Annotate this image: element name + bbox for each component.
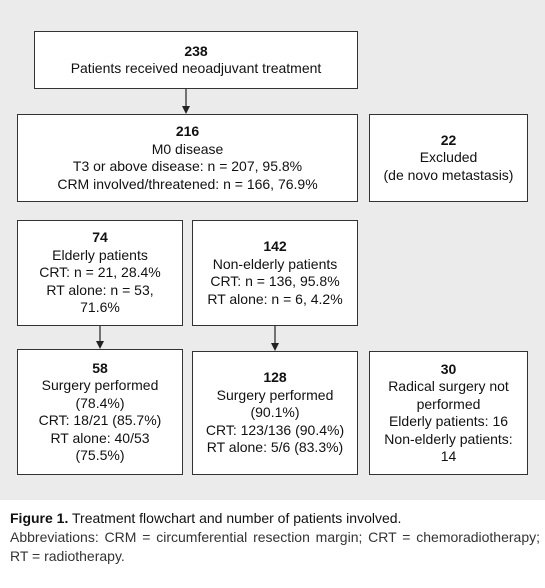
node-line: (90.1%) <box>250 404 300 421</box>
node-count: 30 <box>440 360 457 377</box>
node-line: (75.5%) <box>75 447 125 463</box>
node-line: CRT: n = 21, 28.4% <box>39 264 161 281</box>
node-line: Surgery performed <box>41 377 159 393</box>
node-line: CRT: 123/136 (90.4%) <box>205 421 345 438</box>
figure-label: Figure 1. <box>10 510 69 526</box>
node-total: 238 Patients received neoadjuvant treatm… <box>34 31 358 89</box>
node-line: (78.4%) <box>75 394 125 411</box>
caption-title-line: Figure 1. Treatment flowchart and number… <box>10 509 540 528</box>
node-line: CRT: 18/21 (85.7%) <box>38 412 162 428</box>
node-count: 74 <box>92 229 108 246</box>
node-nonelderly: 142 Non-elderly patients CRT: n = 136, 9… <box>192 220 358 326</box>
node-line: RT alone: n = 6, 4.2% <box>207 290 343 307</box>
node-line: 71.6% <box>80 299 120 316</box>
node-line: Non-elderly patients: <box>384 430 513 447</box>
figure-caption: Figure 1. Treatment flowchart and number… <box>10 509 540 566</box>
node-line: (de novo metastasis) <box>383 166 514 183</box>
node-line: 14 <box>440 448 457 464</box>
node-excluded: 22 Excluded (de novo metastasis) <box>369 114 528 202</box>
node-line: RT alone: 40/53 <box>50 429 150 446</box>
node-line: Non-elderly patients <box>212 255 338 272</box>
node-line: Radical surgery not <box>388 378 509 394</box>
flowchart-panel: 238 Patients received neoadjuvant treatm… <box>0 0 545 500</box>
node-count: 238 <box>184 42 208 59</box>
node-line: Surgery performed <box>216 386 334 403</box>
node-no-surgery: 30 Radical surgery not performed Elderly… <box>369 351 528 475</box>
node-count: 128 <box>263 369 287 386</box>
figure-abbreviations: Abbreviations: CRM = circumferential res… <box>10 529 540 564</box>
node-count: 216 <box>175 123 200 139</box>
node-line: M0 disease <box>151 140 224 157</box>
node-line: CRT: n = 136, 95.8% <box>210 273 340 289</box>
node-nonelderly-surgery: 128 Surgery performed (90.1%) CRT: 123/1… <box>192 351 358 475</box>
node-line: Elderly patients <box>52 246 148 263</box>
node-elderly: 74 Elderly patients CRT: n = 21, 28.4% R… <box>17 220 183 326</box>
node-line: performed <box>416 395 481 412</box>
node-line: T3 or above disease: n = 207, 95.8% <box>72 158 303 174</box>
node-count: 58 <box>92 359 108 376</box>
figure-title: Treatment flowchart and number of patien… <box>72 510 402 526</box>
node-count: 142 <box>263 238 287 254</box>
node-line: Patients received neoadjuvant treatment <box>70 60 322 76</box>
node-elderly-surgery: 58 Surgery performed (78.4%) CRT: 18/21 … <box>17 349 183 475</box>
node-line: CRM involved/threatened: n = 166, 76.9% <box>57 175 318 192</box>
node-m0: 216 M0 disease T3 or above disease: n = … <box>17 114 358 202</box>
node-line: Elderly patients: 16 <box>388 413 509 429</box>
node-count: 22 <box>440 131 457 148</box>
node-line: RT alone: 5/6 (83.3%) <box>206 439 344 456</box>
node-line: Excluded <box>419 149 478 166</box>
node-line: RT alone: n = 53, <box>46 281 154 298</box>
